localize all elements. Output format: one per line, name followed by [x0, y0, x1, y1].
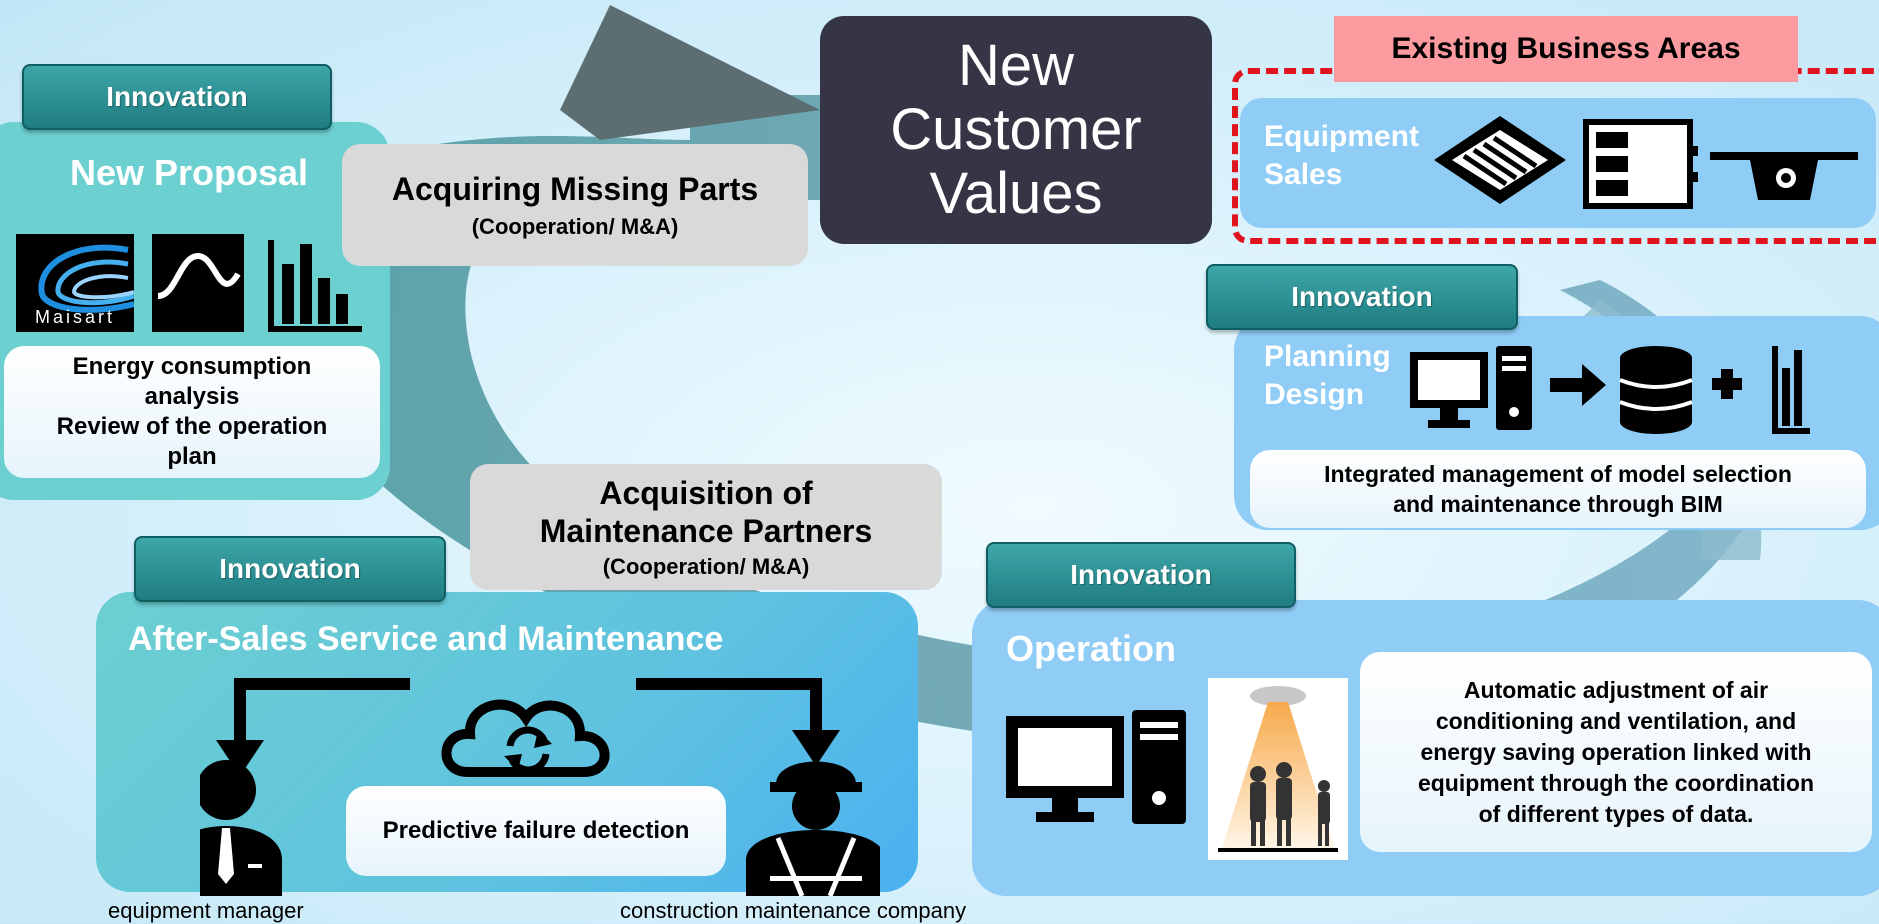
equipment-manager-caption: equipment manager: [108, 898, 304, 923]
operation-title: Operation: [1006, 628, 1177, 669]
predictive-failure-text: Predictive failure detection: [382, 817, 690, 844]
equipment-sales-title: Equipment Sales: [1264, 118, 1419, 194]
sensor-people-icon: [1208, 678, 1348, 860]
new-proposal-innovation-badge: Innovation: [22, 64, 332, 130]
equipment-line: Equipment: [1264, 120, 1419, 153]
acquiring-parts-subtitle: (Cooperation/ M&A): [471, 213, 679, 239]
description-line: Energy consumption: [72, 353, 312, 380]
computer-icon: [1410, 346, 1532, 430]
center-title-line: Customer: [890, 97, 1142, 162]
description-line: plan: [167, 443, 217, 470]
acquiring-missing-parts-box: Acquiring Missing Parts (Cooperation/ M&…: [342, 144, 808, 266]
center-title-line: Values: [929, 161, 1103, 226]
arrow-left-down-icon: [216, 678, 410, 776]
indoor-unit-icon: [1583, 119, 1698, 209]
new-customer-values-box: New Customer Values: [820, 16, 1212, 244]
acquisition-title-line: Acquisition of: [599, 475, 813, 511]
innovation-label: Innovation: [106, 81, 248, 112]
planning-design-title: Planning Design: [1264, 338, 1391, 414]
arrow-right-down-icon: [636, 678, 840, 766]
after-sales-icons: [200, 678, 880, 897]
arrow-right-icon: [1550, 364, 1606, 406]
cloud-sync-icon: [441, 699, 610, 777]
bar-chart-icon: [268, 240, 362, 332]
maisart-swoosh-icon: [38, 244, 134, 313]
waveform-icon: [152, 234, 244, 332]
operation-description: Automatic adjustment of air conditioning…: [1360, 652, 1872, 852]
equipment-line: Sales: [1264, 158, 1343, 191]
acquiring-parts-title: Acquiring Missing Parts: [391, 170, 759, 207]
acquisition-partners-box: Acquisition of Maintenance Partners (Coo…: [470, 464, 942, 590]
worker-helmet-icon: [746, 761, 880, 897]
innovation-label: Innovation: [1070, 559, 1212, 590]
description-line: energy saving operation linked with: [1420, 738, 1812, 765]
description-line: Integrated management of model selection: [1324, 461, 1792, 487]
description-line: and maintenance through BIM: [1393, 491, 1723, 517]
manager-person-icon: [200, 760, 282, 896]
planning-innovation-badge: Innovation: [1206, 264, 1518, 330]
construction-company-caption: construction maintenance company: [620, 898, 967, 923]
description-line: analysis: [144, 383, 240, 410]
database-icon: [1619, 346, 1693, 434]
bar-chart-icon: [1772, 346, 1810, 434]
innovation-label: Innovation: [1291, 281, 1433, 312]
after-sales-innovation-badge: Innovation: [134, 536, 446, 602]
acquisition-title-line: Maintenance Partners: [539, 513, 873, 549]
planning-icons: [1410, 346, 1810, 434]
operation-innovation-badge: Innovation: [986, 542, 1296, 608]
operation-computer-icon: [1006, 710, 1186, 824]
predictive-failure-box: Predictive failure detection: [346, 786, 726, 876]
acquisition-subtitle: (Cooperation/ M&A): [602, 554, 810, 579]
existing-business-label: Existing Business Areas: [1334, 16, 1798, 82]
maisart-logo-text: Maisart: [34, 307, 115, 327]
description-line: equipment through the coordination: [1417, 769, 1815, 796]
planning-description: Integrated management of model selection…: [1250, 450, 1866, 528]
description-line: conditioning and ventilation, and: [1435, 707, 1797, 734]
center-title-line: New: [957, 33, 1075, 98]
planning-line: Planning: [1264, 340, 1391, 373]
new-proposal-title: New Proposal: [70, 152, 309, 193]
plus-icon: [1712, 369, 1742, 399]
description-line: Review of the operation: [56, 413, 328, 440]
description-line: Automatic adjustment of air: [1463, 676, 1769, 703]
new-proposal-description: Energy consumption analysis Review of th…: [4, 346, 380, 478]
ceiling-cassette-icon: [1434, 116, 1566, 204]
after-sales-title: After-Sales Service and Maintenance: [128, 620, 724, 658]
existing-business-label-text: Existing Business Areas: [1391, 32, 1741, 65]
planning-line: Design: [1264, 378, 1365, 411]
maisart-logo: Maisart: [16, 234, 134, 332]
ceiling-unit-icon: [1710, 152, 1858, 200]
description-line: of different types of data.: [1478, 800, 1754, 827]
innovation-label: Innovation: [219, 553, 361, 584]
